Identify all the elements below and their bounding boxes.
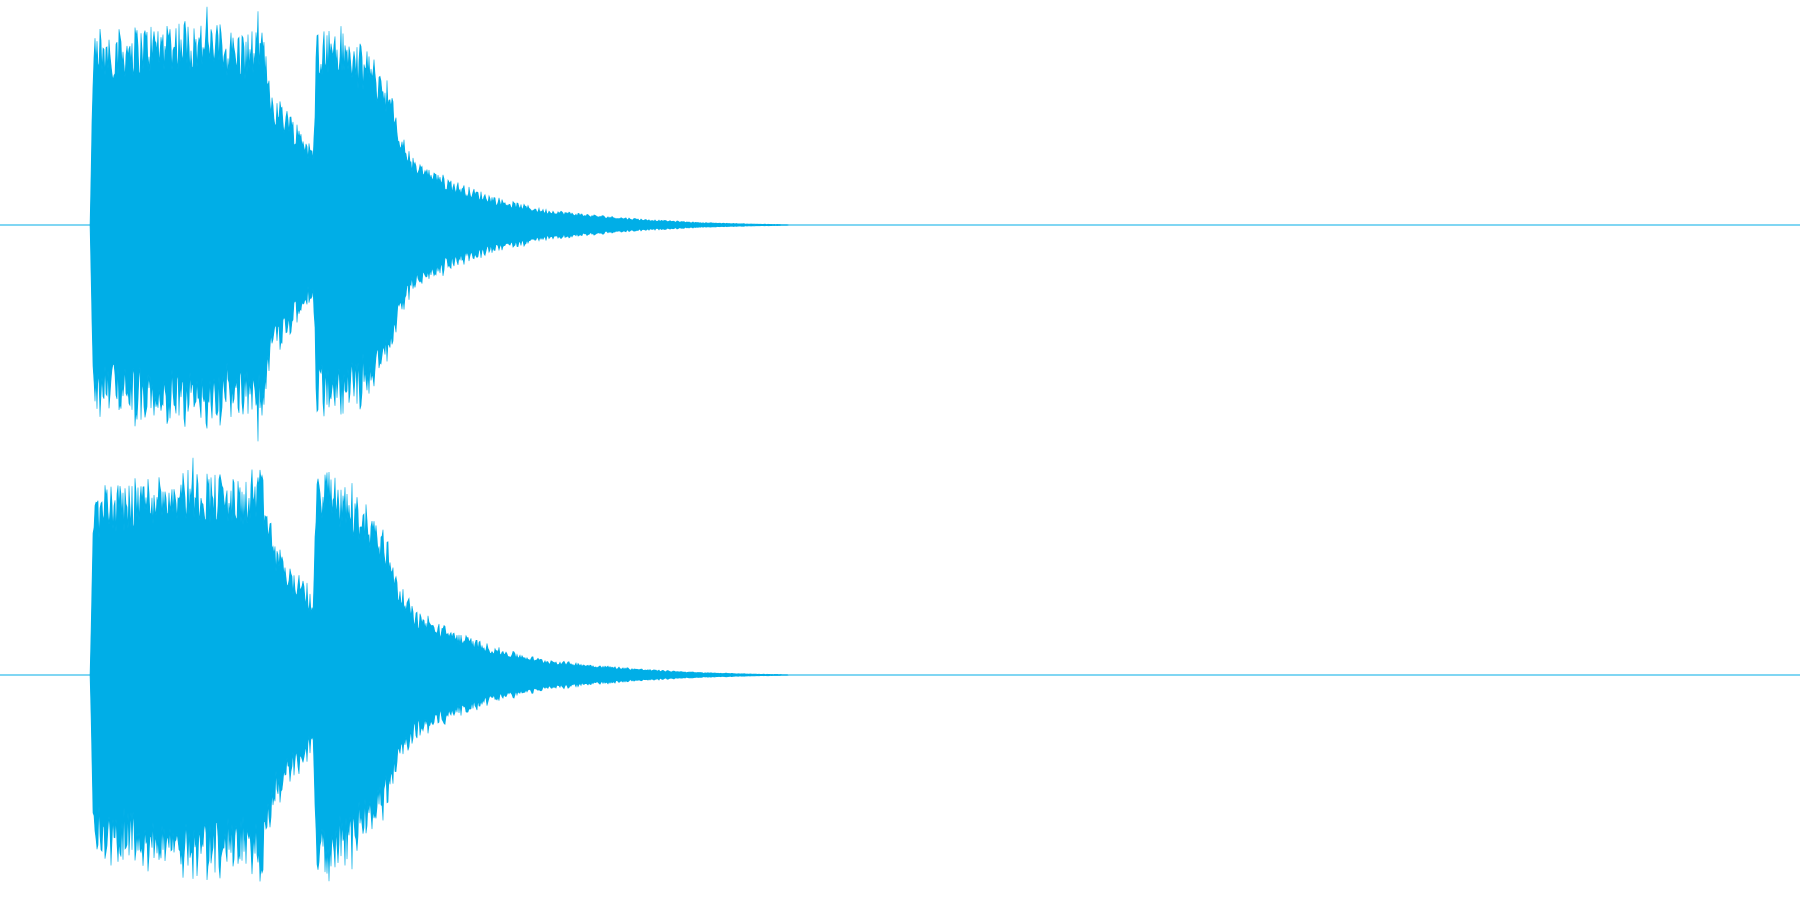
channel-left-track[interactable] xyxy=(0,6,1800,442)
waveform-right xyxy=(0,457,1800,882)
waveform-left xyxy=(0,6,1800,442)
channel-right-track[interactable] xyxy=(0,457,1800,882)
